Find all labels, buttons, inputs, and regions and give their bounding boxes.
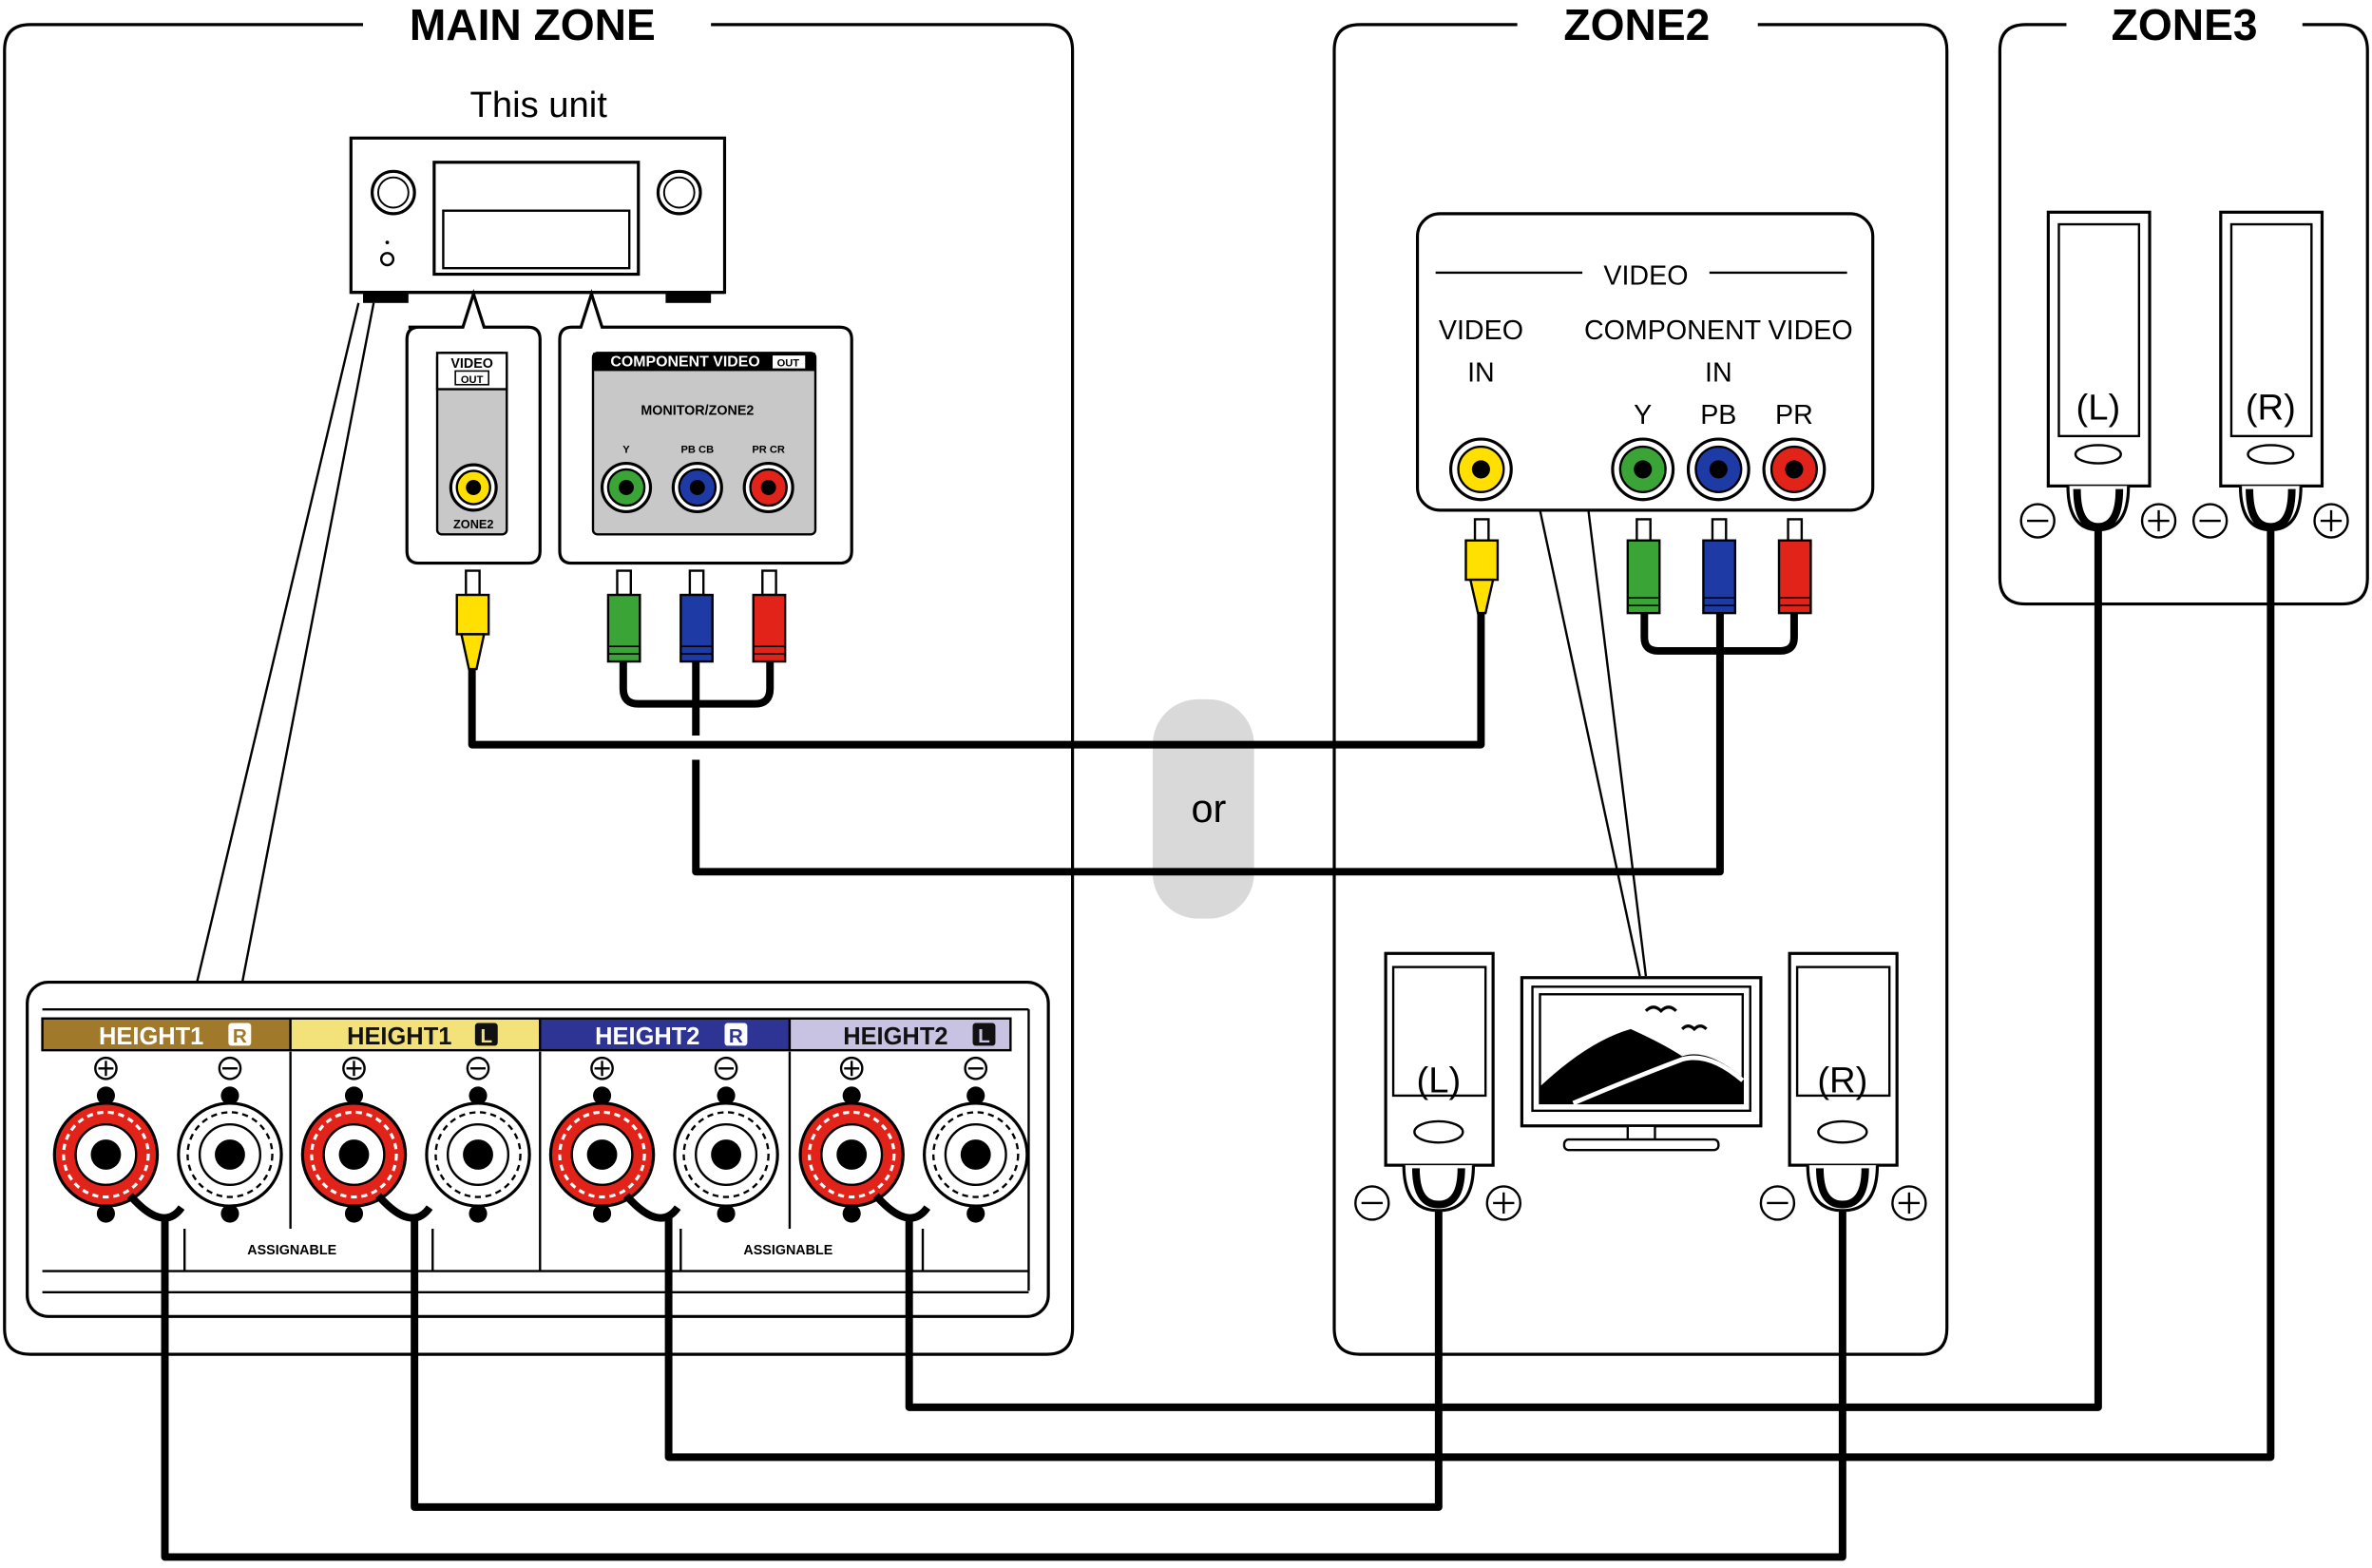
- component-out-badge: OUT: [777, 358, 800, 370]
- terminal-height2-r-minus[interactable]: [673, 1086, 779, 1223]
- tv-component-y-label: Y: [1634, 400, 1652, 430]
- tv-component-pb-jack[interactable]: [1686, 437, 1750, 502]
- terminal-height1-l-plus[interactable]: [300, 1086, 408, 1223]
- this-unit-label: This unit: [470, 85, 608, 125]
- channel-name-height1-l: HEIGHT1: [347, 1023, 451, 1050]
- unit-component-plugs-icon: [606, 569, 787, 663]
- tv-component-plugs-icon: [1626, 518, 1812, 615]
- or-bubble: [1152, 698, 1254, 919]
- tv-component-y-jack[interactable]: [1611, 437, 1675, 502]
- tv-component-label-1: COMPONENT VIDEO: [1584, 316, 1853, 346]
- video-out-jack-label: ZONE2: [453, 517, 493, 531]
- terminal-height1-l-minus[interactable]: [425, 1086, 531, 1223]
- polarity-plus-icon: [94, 1056, 864, 1080]
- terminal-height2-r-plus[interactable]: [548, 1086, 656, 1223]
- zone2-speaker-left-label: (L): [1417, 1061, 1462, 1101]
- terminal-height1-r-minus[interactable]: [177, 1086, 283, 1223]
- tv-video-in-jack[interactable]: [1448, 437, 1513, 502]
- component-out-pb-label: PB CB: [681, 444, 715, 455]
- main-zone-title: MAIN ZONE: [410, 0, 656, 49]
- zone2-speaker-left: (L): [1384, 951, 1495, 1213]
- composite-video-cable: [468, 613, 1485, 749]
- channel-header-height1-l: HEIGHT1 L: [289, 1017, 542, 1052]
- zone2-title: ZONE2: [1563, 0, 1710, 49]
- tv-component-label-2: IN: [1705, 358, 1732, 389]
- unit-video-out-jack[interactable]: [449, 463, 498, 512]
- unit-component-y-jack[interactable]: [600, 461, 653, 514]
- tv-video-title: VIDEO: [1603, 261, 1688, 292]
- channel-name-height2-r: HEIGHT2: [595, 1023, 699, 1050]
- component-out-pr-label: PR CR: [752, 444, 785, 455]
- channel-header-height2-l: HEIGHT2 L: [788, 1017, 1012, 1052]
- channel-side-height1-l: L: [480, 1025, 492, 1047]
- channel-side-height2-l: L: [978, 1025, 990, 1047]
- channel-header-height2-r: HEIGHT2 R: [539, 1017, 792, 1052]
- channel-side-height2-r: R: [729, 1025, 743, 1047]
- channel-name-height1-r: HEIGHT1: [99, 1023, 203, 1050]
- zone3-title: ZONE3: [2112, 0, 2258, 49]
- av-receiver: This unit: [195, 85, 727, 985]
- zone2-frame: ZONE2: [1332, 0, 1949, 1356]
- assignable-label-1: ASSIGNABLE: [247, 1243, 336, 1258]
- zone3-speaker-left: (L): [2046, 210, 2152, 532]
- zone3-speaker-right-label: (R): [2246, 387, 2296, 428]
- zone2-speaker-right-label: (R): [1817, 1061, 1867, 1101]
- main-zone-frame: MAIN ZONE: [3, 0, 1075, 1356]
- zone3-speaker-left-label: (L): [2076, 387, 2121, 428]
- zone3-speaker-polarity-icon: [2019, 503, 2349, 539]
- zone2-speaker-polarity-icon: [1354, 1185, 1927, 1221]
- component-out-title: COMPONENT VIDEO: [610, 354, 759, 371]
- video-out-badge: OUT: [461, 374, 484, 386]
- channel-side-height1-r: R: [233, 1025, 247, 1047]
- component-video-cable: [619, 613, 1798, 876]
- component-out-subtitle: MONITOR/ZONE2: [641, 404, 754, 419]
- tv-component-pb-label: PB: [1700, 400, 1736, 430]
- terminal-height2-l-minus[interactable]: [923, 1086, 1029, 1223]
- tv-component-pr-jack[interactable]: [1762, 437, 1827, 502]
- unit-component-pb-jack[interactable]: [671, 461, 723, 514]
- tv-video-input-panel: VIDEO VIDEO IN COMPONENT VIDEO IN Y PB P…: [1415, 212, 1875, 977]
- tv-video-in-label-1: VIDEO: [1439, 316, 1523, 346]
- tv-component-pr-label: PR: [1775, 400, 1813, 430]
- zone3-frame: ZONE3: [1998, 0, 2369, 606]
- unit-component-pr-jack[interactable]: [742, 461, 794, 514]
- component-out-y-label: Y: [622, 444, 630, 455]
- terminal-height2-l-plus[interactable]: [798, 1086, 905, 1223]
- channel-header-height1-r: HEIGHT1 R: [41, 1017, 292, 1052]
- unit-video-plug-icon: [455, 569, 490, 671]
- speaker-terminal-panel: HEIGHT1 R HEIGHT1 L HEIGHT2 R HEIGHT2 L …: [26, 980, 1050, 1318]
- tv-monitor-icon: [1520, 976, 1763, 1152]
- unit-video-out-panel: VIDEO OUT ZONE2: [405, 288, 542, 565]
- speaker-wires: [126, 488, 2296, 1561]
- channel-name-height2-l: HEIGHT2: [843, 1023, 947, 1050]
- or-label: or: [1191, 787, 1226, 831]
- polarity-minus-icon: [218, 1056, 988, 1080]
- assignable-label-2: ASSIGNABLE: [743, 1243, 832, 1258]
- zone3-speaker-right: (R): [2219, 210, 2324, 532]
- unit-component-out-panel: COMPONENT VIDEO OUT MONITOR/ZONE2 Y PB C…: [558, 288, 853, 565]
- video-out-title: VIDEO: [450, 356, 493, 372]
- zone2-speaker-right: (R): [1788, 951, 1899, 1213]
- tv-video-plug-icon: [1464, 518, 1500, 615]
- power-button-icon: [379, 252, 395, 267]
- tv-video-in-label-2: IN: [1467, 358, 1495, 389]
- terminal-height1-r-plus[interactable]: [52, 1086, 160, 1223]
